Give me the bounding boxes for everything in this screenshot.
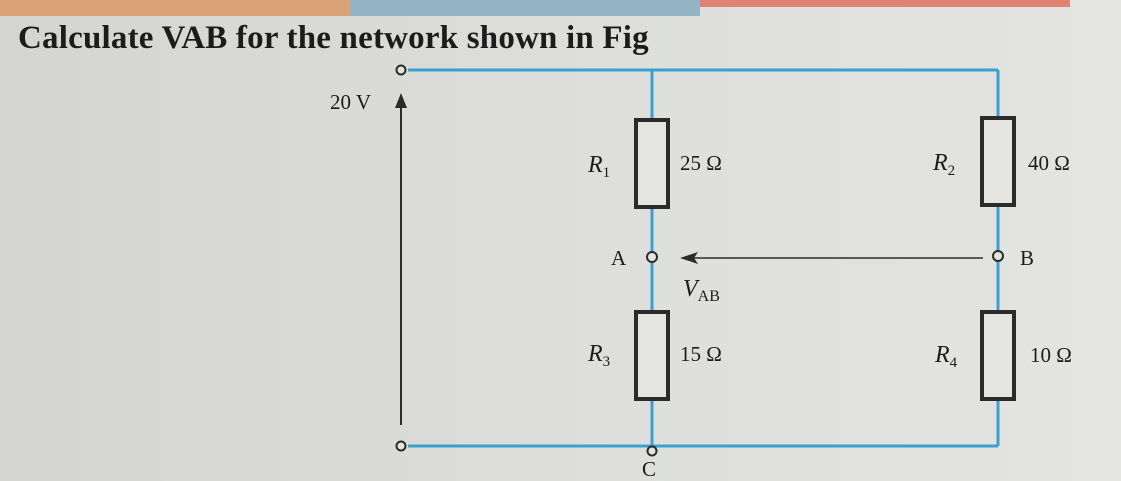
vab-label: VAB: [683, 276, 720, 305]
source-arrow-head: [395, 93, 407, 108]
source-bottom-terminal: [395, 440, 407, 452]
resistor-r1-subscript: 1: [603, 165, 611, 181]
resistor-r3-body: [634, 310, 670, 401]
node-a-terminal: [646, 251, 658, 263]
resistor-r4-value: 10 Ω: [1030, 343, 1072, 367]
resistor-r1-symbol: R: [587, 152, 603, 178]
node-c-label: C: [642, 457, 656, 481]
top-color-strip: [0, 0, 1070, 16]
resistor-r2-symbol: R: [932, 150, 948, 176]
node-a-label: A: [611, 246, 627, 270]
resistor-r4-subscript: 4: [950, 355, 958, 371]
wires: [408, 68, 1000, 451]
resistor-r2-body: [980, 116, 1016, 207]
resistor-r3-label: R3: [587, 341, 610, 370]
strip-segment-red: [700, 0, 1070, 7]
resistor-r2-label: R2: [932, 150, 955, 179]
resistor-r4-symbol: R: [934, 342, 950, 368]
resistor-r2-value: 40 Ω: [1028, 151, 1070, 175]
node-c-terminal: [646, 445, 658, 457]
vab-arrow-head: [680, 252, 698, 264]
resistor-r2-subscript: 2: [948, 163, 956, 179]
strip-segment-orange: [0, 0, 350, 16]
source-voltage-arrow: [395, 93, 407, 425]
resistor-r1-label: R1: [587, 152, 610, 181]
vab-subscript: AB: [698, 288, 720, 305]
vab-symbol: V: [683, 276, 700, 302]
source-voltage-label: 20 V: [330, 90, 371, 114]
node-b-label: B: [1020, 246, 1034, 270]
strip-segment-blue: [350, 0, 700, 16]
resistor-r3-subscript: 3: [603, 354, 611, 370]
resistor-r3-value: 15 Ω: [680, 342, 722, 366]
source-top-terminal: [395, 64, 407, 76]
resistor-bodies: [634, 116, 1016, 401]
resistor-r3-symbol: R: [587, 341, 603, 367]
node-b-terminal: [992, 250, 1004, 262]
page-title: Calculate VAB for the network shown in F…: [18, 20, 649, 56]
vab-arrow: [680, 252, 983, 264]
resistor-r4-body: [980, 310, 1016, 401]
terminals: [395, 64, 1004, 457]
resistor-r1-body: [634, 118, 670, 209]
resistor-r4-label: R4: [934, 342, 958, 371]
resistor-r1-value: 25 Ω: [680, 151, 722, 175]
